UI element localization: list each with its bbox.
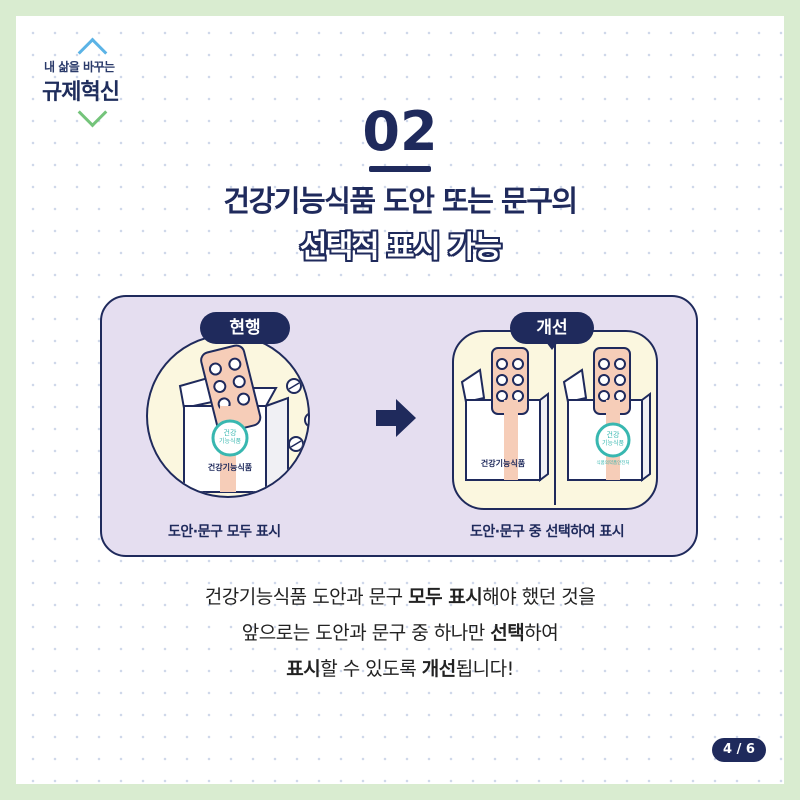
arrow-right-icon [376, 399, 416, 437]
page-total: 6 [745, 742, 755, 757]
current-illustration: 건강 기능식품 건강기능식품 [146, 334, 310, 498]
current-label-badge: 현행 [200, 312, 290, 344]
page-separator: / [732, 742, 746, 757]
body-line-3: 표시할 수 있도록 개선됩니다! [0, 654, 800, 681]
body-line-1: 건강기능식품 도안과 문구 모두 표시해야 했던 것을 [0, 582, 800, 609]
health-badge-line1-improved: 건강 [607, 430, 620, 439]
body-text-segment: 앞으로는 도안과 문구 중 하나만 [241, 622, 491, 644]
improved-label-badge: 개선 [510, 312, 594, 350]
improved-divider [554, 340, 556, 505]
body-text-emphasis: 모두 표시 [408, 586, 483, 608]
body-text-emphasis: 선택 [490, 622, 525, 644]
current-box-illustration: 건강 기능식품 건강기능식품 [178, 344, 308, 494]
logo-tagline: 내 삶을 바꾸는 [44, 60, 115, 74]
text-only-box: 건강기능식품 [460, 347, 549, 482]
health-badge-line2: 기능식품 [219, 437, 242, 445]
health-badge-line2-improved: 기능식품 [602, 439, 625, 447]
box-label-text-only: 건강기능식품 [481, 458, 526, 468]
section-number-underline [369, 166, 431, 172]
health-badge-line1: 건강 [224, 428, 237, 437]
logo-only-box: 건강 기능식품 식품의약품안전처 [562, 347, 651, 482]
page-current: 4 [723, 742, 733, 757]
regulatory-innovation-logo: 내 삶을 바꾸는 규제혁신 [40, 37, 150, 128]
body-text-segment: 해야 했던 것을 [482, 586, 596, 608]
page-indicator: 4 / 6 [712, 738, 766, 762]
tablet-icon [286, 378, 308, 452]
health-badge-small: 식품의약품안전처 [596, 459, 629, 466]
body-text-segment: 하여 [524, 622, 559, 644]
box-label: 건강기능식품 [208, 462, 253, 472]
logo-title: 규제혁신 [42, 80, 120, 105]
body-text-emphasis: 개선 [421, 658, 456, 680]
body-text-segment: 됩니다! [455, 658, 515, 680]
body-text-segment: 건강기능식품 도안과 문구 [204, 586, 409, 608]
improved-caption: 도안·문구 중 선택하여 표시 [470, 524, 625, 540]
body-text-segment: 할 수 있도록 [320, 658, 422, 680]
current-caption: 도안·문구 모두 표시 [168, 524, 281, 540]
body-text-emphasis: 표시 [286, 658, 321, 680]
body-line-2: 앞으로는 도안과 문구 중 하나만 선택하여 [0, 618, 800, 645]
title-line-2: 선택적 표시 가능 [299, 230, 502, 265]
section-number: 02 [362, 100, 438, 163]
title-line-1: 건강기능식품 도안 또는 문구의 [223, 184, 578, 218]
